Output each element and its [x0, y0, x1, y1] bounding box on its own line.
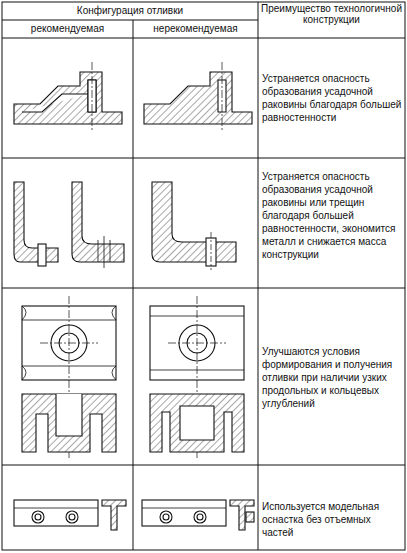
table-cell: Устраняется опасность образования усадоч…	[262, 170, 402, 261]
column-subheader: рекомендуемая	[4, 23, 131, 35]
column-subheader: нерекомендуемая	[135, 23, 256, 35]
table-cell: Улучшаются условия формирования и получе…	[262, 345, 402, 410]
column-header: Конфигурация отливки	[4, 5, 256, 17]
table-cell: Используется модельная оснастка без отъе…	[262, 500, 402, 539]
table-cell: Устраняется опасность образования усадоч…	[262, 72, 402, 124]
column-header: Преимущество технологичной конструкции	[260, 3, 403, 25]
casting-drawings	[14, 62, 254, 530]
